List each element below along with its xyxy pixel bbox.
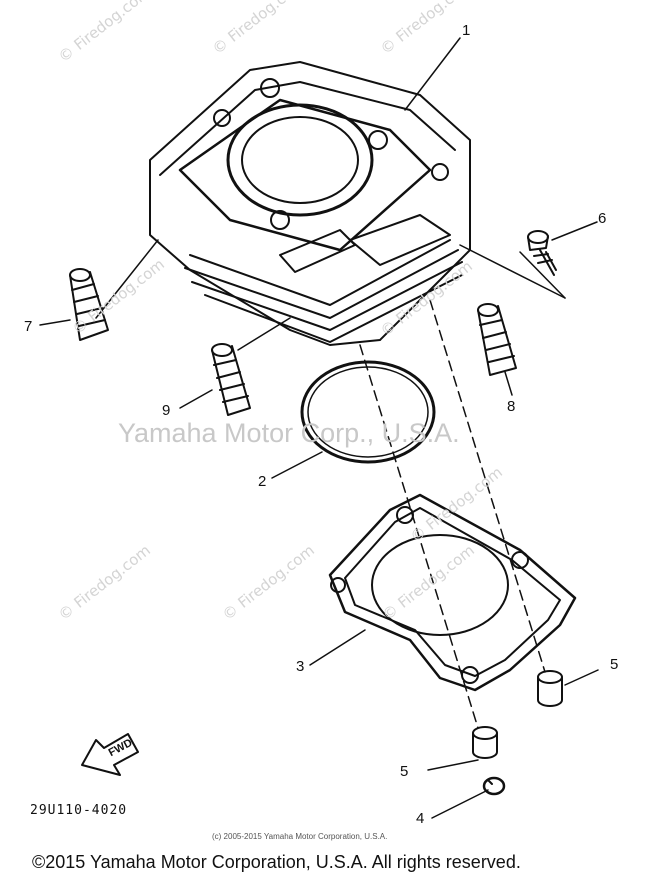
fwd-arrow-icon [81,733,139,776]
leader-lines [39,37,599,819]
clip-part [482,776,506,796]
cylinder-gasket-part [328,493,577,692]
bolt-part [527,230,557,276]
callout-6: 6 [598,210,607,227]
callout-8: 8 [507,398,516,415]
damper-9-part [211,343,251,416]
part-code: 29U110-4020 [30,803,128,818]
callout-3: 3 [296,658,305,675]
dowel-pin-lower-part [472,726,498,759]
callout-9: 9 [162,402,171,419]
callout-7: 7 [24,318,33,335]
o-ring-part [300,360,436,464]
center-watermark: Yamaha Motor Corp., U.S.A. [118,418,460,448]
footer-copyright: ©2015 Yamaha Motor Corporation, U.S.A. A… [32,852,521,872]
callout-4: 4 [416,810,425,827]
callout-5b: 5 [610,656,619,673]
dowel-pin-right-part [537,670,563,707]
fine-copyright: (c) 2005-2015 Yamaha Motor Corporation, … [212,832,388,841]
damper-8-part [477,303,517,376]
damper-7-part [69,268,109,341]
callout-5a: 5 [400,763,409,780]
callout-2: 2 [258,473,267,490]
callout-1: 1 [462,22,471,39]
cylinder-part [149,61,471,346]
